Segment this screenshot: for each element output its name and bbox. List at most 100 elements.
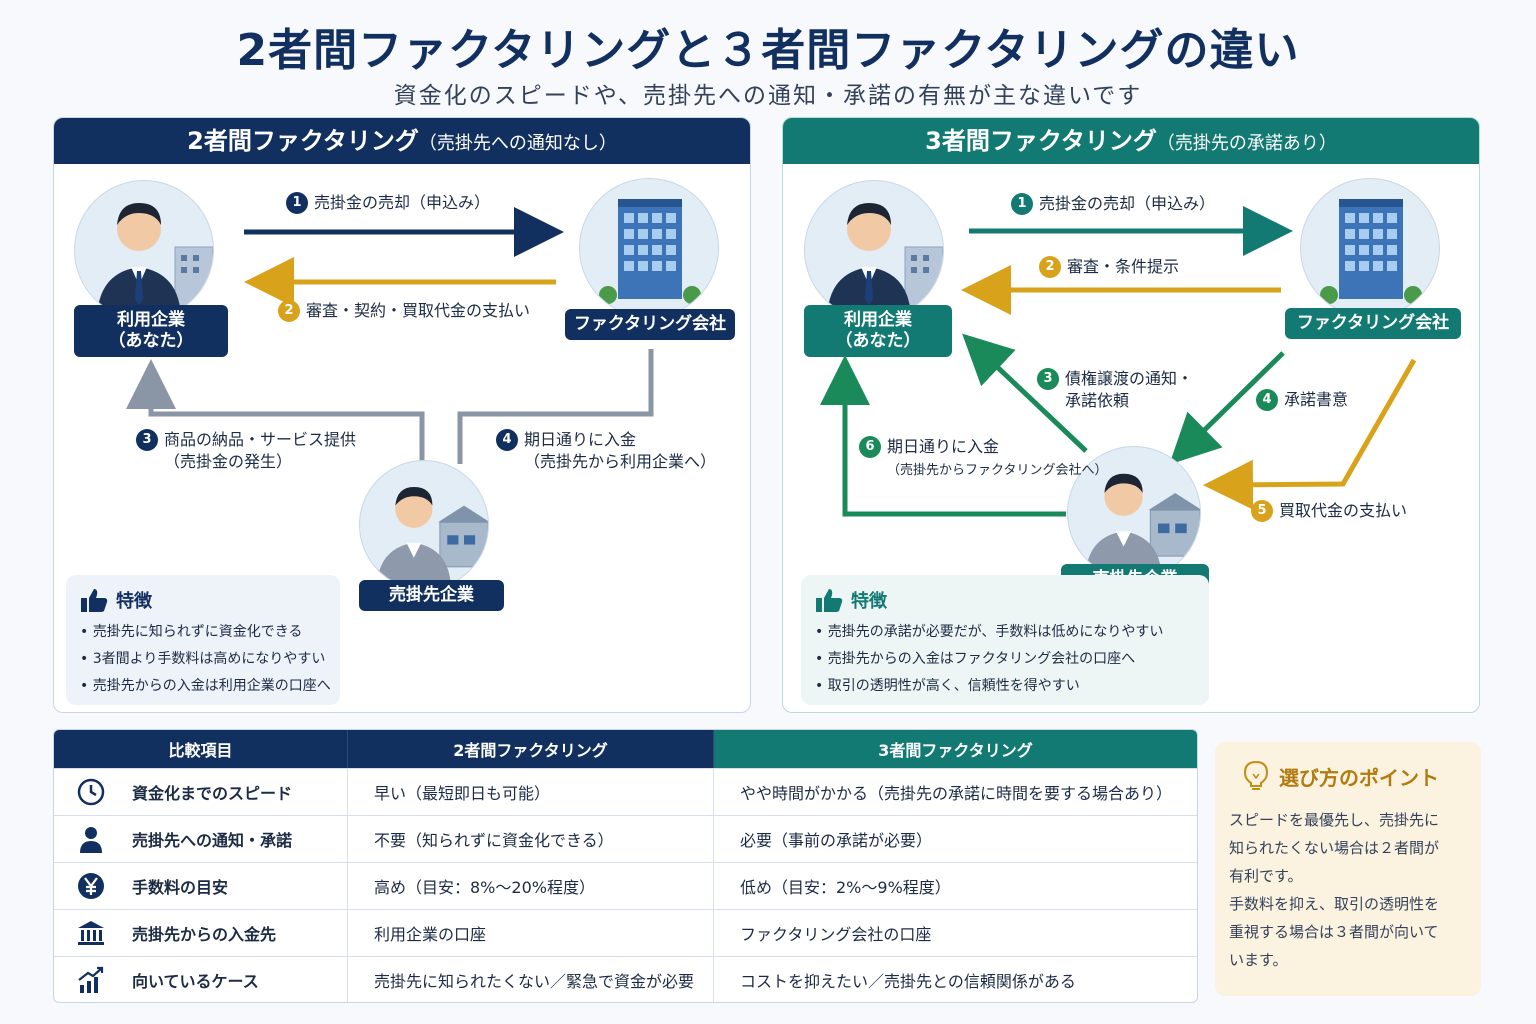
row-item-label: 資金化までのスピード [132,784,293,803]
tips-body: スピードを最優先し、売掛先に 知られたくない場合は２者間が 有利です。 手数料を… [1229,806,1467,974]
step-text-line1: 商品の納品・サービス提供 [164,430,357,449]
step-2-three-party: 2 審査・条件提示 [1039,256,1179,278]
businessman-icon [97,203,213,319]
arrow-step4-right [1169,351,1285,465]
user-company-label: 利用企業 （あなた） [74,305,228,357]
row-three-party: 必要（事前の承諾が必要） [740,831,933,850]
two-party-flow-diagram [126,207,654,464]
worker-icon [376,487,488,589]
two-party-title-sub: （売掛先への通知なし） [418,133,617,154]
step-number: 2 [278,300,300,322]
row-item-label: 売掛先への通知・承諾 [132,831,293,850]
page-subtitle: 資金化のスピードや、売掛先への通知・承諾の有無が主な違いです [393,83,1143,109]
row-item: 資金化までのスピード [54,769,348,815]
thumbs-up-icon [81,589,108,612]
three-party-title: 3者間ファクタリング [925,127,1157,155]
step-text: 審査・契約・買取代金の支払い [306,301,531,320]
tips-title: 選び方のポイント [1279,765,1439,790]
step-number: 4 [1256,389,1278,411]
tips-line: 有利です。 [1229,867,1303,885]
step-text: 売掛金の売却（申込み） [314,193,491,212]
arrow-step3-right [962,333,1088,453]
two-party-features-list: • 売掛先に知られずに資金化できる • 3者間より手数料は高めになりやすい • … [80,619,331,700]
user-company-you: （あなた） [835,331,921,351]
step-text: 期日通りに入金 （売掛先から利用企業へ） [524,429,716,473]
features-title: 特徴 [851,591,887,612]
table-row: 売掛先からの入金先 利用企業の口座 ファクタリング会社の口座 [54,909,1197,956]
factoring-company-label: ファクタリング会社 [565,309,735,340]
step-text: 承諾書意 [1284,390,1349,409]
user-company-label: 利用企業 （あなた） [804,305,952,357]
step-number: 1 [1011,193,1033,215]
table-header-row: 比較項目 2者間ファクタリング 3者間ファクタリング [54,730,1197,768]
tips-line: 手数料を抑え、取引の透明性を [1229,895,1440,913]
lightbulb-icon [1243,760,1269,790]
thumbs-up-icon [816,589,843,612]
features-heading: 特徴 [815,587,1195,613]
step-4-two-party: 4 期日通りに入金 （売掛先から利用企業へ） [496,429,716,473]
step-number: 1 [286,192,308,214]
feature-item: • 売掛先に知られずに資金化できる [80,624,303,640]
office-building-icon [1320,199,1422,304]
office-building-icon [599,199,701,304]
businessman-icon [827,203,943,319]
row-item-label: 向いているケース [132,972,259,991]
step-4-three-party: 4 承諾書意 [1256,389,1348,411]
features-heading: 特徴 [80,587,326,613]
yen-icon [74,871,108,901]
step-text-line2: （売掛先からファクタリング会社へ） [887,463,1108,478]
arrow-step6-right [820,355,1066,517]
step-number: 6 [859,436,881,458]
user-company-you: （あなた） [108,331,194,351]
header-three-party: 3者間ファクタリング [714,730,1197,768]
tips-line: 知られたくない場合は２者間が [1229,839,1440,857]
row-three-party: ファクタリング会社の口座 [740,925,932,944]
tips-line: います。 [1229,951,1288,969]
step-number: 4 [496,429,518,451]
row-three-party: 低め（目安：2%〜9%程度） [740,878,951,897]
step-text-line2: （売掛先から利用企業へ） [524,452,717,471]
row-item: 売掛先からの入金先 [54,910,348,956]
step-1-two-party: 1 売掛金の売却（申込み） [286,192,490,214]
features-title: 特徴 [116,591,152,612]
step-3-two-party: 3 商品の納品・サービス提供 （売掛金の発生） [136,429,356,473]
tips-line: スピードを最優先し、売掛先に [1229,811,1440,829]
table-row: 手数料の目安 高め（目安：8%〜20%程度） 低め（目安：2%〜9%程度） [54,862,1197,909]
step-text-line1: 期日通りに入金 [524,430,637,449]
row-two-party: 高め（目安：8%〜20%程度） [348,863,714,909]
two-party-features: 特徴 • 売掛先に知られずに資金化できる • 3者間より手数料は高めになりやすい… [66,575,340,705]
factoring-company-avatar [1300,178,1440,318]
feature-item: • 売掛先からの入金はファクタリング会社の口座へ [815,651,1136,667]
three-party-panel: 3者間ファクタリング（売掛先の承諾あり） 利用企業 （あなた） [782,117,1480,713]
step-text: 商品の納品・サービス提供 （売掛金の発生） [164,429,356,473]
tips-line: 重視する場合は３者間が向いて [1229,923,1439,941]
step-2-two-party: 2 審査・契約・買取代金の支払い [278,300,530,322]
header-two-party: 2者間ファクタリング [348,730,714,768]
feature-item: • 取引の透明性が高く、信頼性を得やすい [815,678,1080,694]
step-text-line2: 承諾依頼 [1065,391,1130,410]
feature-item: • 売掛先の承諾が必要だが、手数料は低めになりやすい [815,624,1164,640]
factoring-company-avatar [579,178,719,318]
step-text: 債権譲渡の通知・ 承諾依頼 [1065,368,1193,412]
person-icon [74,824,108,854]
user-company-name: 利用企業 [844,310,912,330]
three-party-features: 特徴 • 売掛先の承諾が必要だが、手数料は低めになりやすい • 売掛先からの入金… [801,575,1209,705]
three-party-features-list: • 売掛先の承諾が必要だが、手数料は低めになりやすい • 売掛先からの入金はファ… [815,619,1195,700]
step-5-three-party: 5 買取代金の支払い [1251,500,1407,522]
step-6-three-party: 6 期日通りに入金 （売掛先からファクタリング会社へ） [859,436,1107,482]
row-two-party: 利用企業の口座 [348,910,714,956]
feature-item: • 売掛先からの入金は利用企業の口座へ [80,678,331,694]
table-row: 向いているケース 売掛先に知られたくない／緊急で資金が必要 コストを抑えたい／売… [54,956,1197,1002]
factoring-company-label: ファクタリング会社 [1285,308,1461,339]
row-item: 売掛先への通知・承諾 [54,816,348,862]
row-two-party: 早い（最短即日も可能） [348,769,714,815]
two-party-panel-header: 2者間ファクタリング（売掛先への通知なし） [54,118,750,164]
step-text-line2: （売掛金の発生） [164,452,293,471]
step-number: 2 [1039,256,1061,278]
step-text: 売掛金の売却（申込み） [1039,194,1216,213]
row-item: 向いているケース [54,957,348,1002]
step-number: 3 [136,429,158,451]
row-three-party: コストを抑えたい／売掛先との信頼関係がある [740,972,1076,991]
table-row: 資金化までのスピード 早い（最短即日も可能） やや時間がかかる（売掛先の承諾に時… [54,768,1197,815]
page-title: 2者間ファクタリングと３者間ファクタリングの違い [236,25,1300,76]
